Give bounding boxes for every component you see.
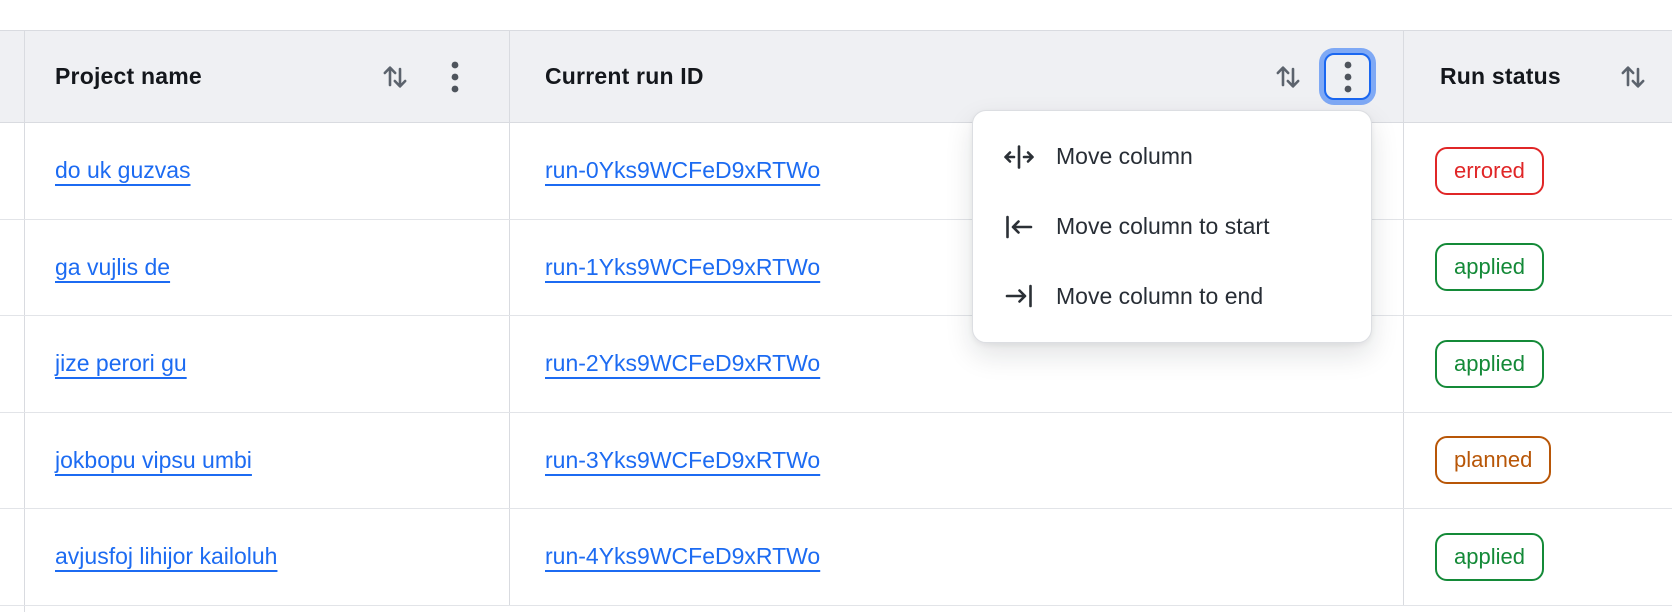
run-status-cell: applied [1404,220,1672,316]
run-id-cell: run-3Yks9WCFeD9xRTWo [510,412,1404,508]
kebab-menu-icon [1344,60,1352,94]
run-status-cell: errored [1404,123,1672,219]
run-id-cell: run-1Yks9WCFeD9xRTWo [510,219,1404,315]
menu-item-move-column-to-start[interactable]: Move column to start [973,192,1371,262]
sort-icon [1274,62,1302,92]
table-row: ga vujlis de run-1Yks9WCFeD9xRTWo applie… [0,219,1672,316]
run-id-link[interactable]: run-4Yks9WCFeD9xRTWo [545,543,821,570]
menu-item-move-column[interactable]: Move column [973,122,1371,192]
column-header-current-run-id: Current run ID [510,31,1404,122]
menu-item-label: Move column to end [1056,282,1264,309]
project-name-cell: jize perori gu [25,316,510,412]
project-link[interactable]: ga vujlis de [55,253,171,280]
row-leading-cell [0,123,25,219]
table-header-row: Project name [0,30,1672,123]
project-link[interactable]: avjusfoj lihijor kailoluh [55,543,278,570]
column-options-menu: Move column Move column to start Move co… [972,110,1372,343]
project-name-cell: do uk guzvas [25,123,510,219]
column-menu-button-current-run-id[interactable] [1324,53,1371,100]
menu-item-move-column-to-end[interactable]: Move column to end [973,261,1371,331]
column-menu-button-project-name[interactable] [451,60,459,94]
sort-button-run-status[interactable] [1619,62,1647,92]
menu-item-label: Move column to start [1056,213,1270,239]
table-row: jokbopu vipsu umbi run-3Yks9WCFeD9xRTWo … [0,412,1672,509]
sort-button-project-name[interactable] [381,62,409,92]
run-status-cell: applied [1404,509,1672,605]
run-id-link[interactable]: run-2Yks9WCFeD9xRTWo [545,350,821,377]
row-leading-cell [0,605,25,612]
column-header-run-status: Run status [1404,31,1672,122]
table-row: avjusfoj lihijor kailoluh run-4Yks9WCFeD… [0,509,1672,606]
run-id-link[interactable]: run-0Yks9WCFeD9xRTWo [545,157,821,184]
sort-icon [1619,62,1647,92]
row-leading-cell [0,316,25,412]
kebab-menu-icon [451,60,459,94]
table-row-partial [0,605,1672,612]
projects-table: Project name [0,30,1672,612]
project-link[interactable]: jokbopu vipsu umbi [55,446,252,473]
status-badge: planned [1435,436,1552,485]
header-leading-cell [0,31,25,122]
status-badge: applied [1435,243,1544,292]
move-column-icon [1001,139,1037,175]
project-link[interactable]: jize perori gu [55,350,187,377]
project-link[interactable]: do uk guzvas [55,157,191,184]
column-label-run-status: Run status [1440,63,1561,89]
column-label-project-name: Project name [55,63,202,89]
run-id-cell: run-4Yks9WCFeD9xRTWo [510,509,1404,605]
status-badge: errored [1435,146,1544,195]
column-header-project-name: Project name [25,31,510,122]
sort-icon [381,62,409,92]
move-column-to-start-icon [1001,209,1037,245]
project-name-cell: avjusfoj lihijor kailoluh [25,509,510,605]
run-status-cell: planned [1404,413,1672,509]
row-leading-cell [0,412,25,508]
row-leading-cell [0,509,25,605]
sort-button-current-run-id[interactable] [1274,62,1302,92]
run-id-cell: run-0Yks9WCFeD9xRTWo [510,123,1404,219]
move-column-to-end-icon [1001,278,1037,314]
run-id-cell: run-2Yks9WCFeD9xRTWo [510,316,1404,412]
table-row: jize perori gu run-2Yks9WCFeD9xRTWo appl… [0,316,1672,413]
project-name-cell: ga vujlis de [25,219,510,315]
project-name-cell: jokbopu vipsu umbi [25,412,510,508]
run-id-link[interactable]: run-1Yks9WCFeD9xRTWo [545,253,821,280]
status-badge: applied [1435,339,1544,388]
run-status-cell: applied [1404,316,1672,412]
run-id-link[interactable]: run-3Yks9WCFeD9xRTWo [545,446,821,473]
row-leading-cell [0,219,25,315]
table-row: do uk guzvas run-0Yks9WCFeD9xRTWo errore… [0,123,1672,220]
column-label-current-run-id: Current run ID [545,63,704,89]
status-badge: applied [1435,532,1544,581]
menu-item-label: Move column [1056,143,1193,170]
